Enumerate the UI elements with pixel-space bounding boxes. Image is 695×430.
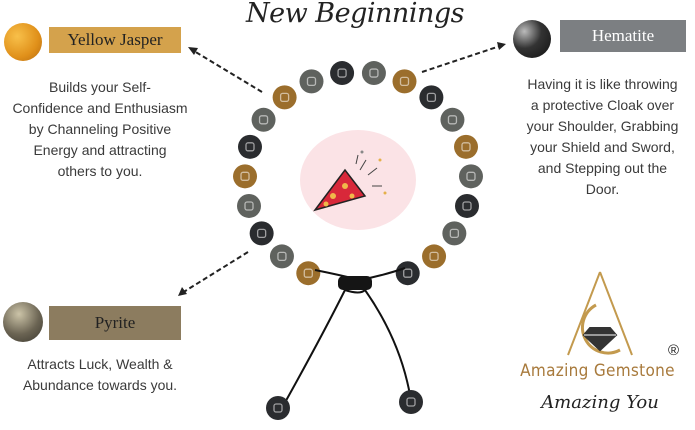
bead-highlight xyxy=(337,68,347,78)
bead-highlight xyxy=(462,201,472,211)
hematite-label: Hematite xyxy=(560,20,686,52)
bead xyxy=(458,164,483,189)
bead xyxy=(272,85,297,110)
pyrite-label: Pyrite xyxy=(49,306,181,340)
bead-highlight xyxy=(447,115,458,125)
arrowhead-icon xyxy=(188,47,198,55)
bead xyxy=(330,61,355,86)
text-line: a protective Cloak over xyxy=(530,97,675,113)
registered-mark: ® xyxy=(668,342,680,359)
text-line: Abundance towards you. xyxy=(22,377,178,393)
bead-highlight xyxy=(449,228,459,239)
text-line: Energy and attracting xyxy=(33,142,167,158)
bead-highlight xyxy=(277,251,287,262)
bead-highlight xyxy=(399,76,410,87)
bead xyxy=(249,221,274,246)
arrow-pyrite xyxy=(181,251,249,294)
pyrite-stone-icon xyxy=(3,302,43,342)
bead-highlight xyxy=(279,92,290,103)
text-line: Builds your Self- xyxy=(49,79,151,95)
bead-highlight xyxy=(369,68,379,78)
text-line: Confidence and Enthusiasm xyxy=(12,100,188,116)
bead-highlight xyxy=(466,171,476,181)
pyrite-description: Attracts Luck, Wealth & Abundance toward… xyxy=(0,354,200,396)
arrow-yellow-jasper xyxy=(193,50,263,93)
bead-highlight xyxy=(406,397,416,407)
bead xyxy=(399,390,423,414)
bead xyxy=(440,107,465,132)
text-line: your Shoulder, Grabbing xyxy=(526,118,679,134)
bead xyxy=(266,396,290,420)
bead xyxy=(422,244,447,269)
bead-highlight xyxy=(461,142,471,152)
bead xyxy=(361,61,386,86)
bracelet-beads xyxy=(233,61,483,286)
bead-highlight xyxy=(306,76,317,87)
bead-highlight xyxy=(429,251,439,262)
hematite-description: Having it is like throwing a protective … xyxy=(510,74,695,200)
brand-logo-icon xyxy=(567,271,633,356)
bead xyxy=(392,69,417,94)
text-line: Door. xyxy=(585,181,620,197)
bead-highlight xyxy=(245,142,255,152)
party-popper-icon xyxy=(313,150,387,212)
bead xyxy=(442,221,467,246)
bead xyxy=(395,261,420,286)
bead xyxy=(233,164,258,189)
bead-highlight xyxy=(244,201,254,211)
bead-highlight xyxy=(273,403,283,413)
bead-highlight xyxy=(426,92,437,103)
arrowhead-icon xyxy=(178,287,187,296)
arrow-hematite xyxy=(421,45,501,73)
brand-slogan: Amazing You xyxy=(541,392,659,413)
text-line: Attracts Luck, Wealth & xyxy=(27,356,173,372)
arrows xyxy=(181,45,501,294)
bead-highlight xyxy=(403,268,413,278)
bead xyxy=(237,134,262,159)
bead-highlight xyxy=(257,228,267,239)
text-line: your Shield and Sword, xyxy=(530,139,675,155)
text-line: Having it is like throwing xyxy=(527,76,678,92)
yellow-jasper-description: Builds your Self- Confidence and Enthusi… xyxy=(0,77,200,182)
bead xyxy=(419,85,444,110)
cord-knot xyxy=(338,276,372,290)
bead xyxy=(454,134,479,159)
hematite-stone-icon xyxy=(513,20,551,58)
bead-highlight xyxy=(258,115,269,125)
brand-name: Amazing Gemstone xyxy=(520,361,675,381)
arrowhead-icon xyxy=(497,42,506,50)
text-line: others to you. xyxy=(57,163,143,179)
bead xyxy=(251,107,276,132)
bead-highlight xyxy=(303,268,313,278)
cord xyxy=(277,267,411,416)
title: New Beginnings xyxy=(246,0,464,29)
text-line: by Channeling Positive xyxy=(28,121,172,137)
bead xyxy=(237,193,262,218)
yellow-jasper-label: Yellow Jasper xyxy=(49,27,181,53)
bead xyxy=(299,69,324,94)
yellow-jasper-stone-icon xyxy=(4,23,42,61)
bead xyxy=(454,193,479,218)
bead-highlight xyxy=(240,171,250,181)
bead xyxy=(296,261,321,286)
bead xyxy=(269,244,294,269)
text-line: and Stepping out the xyxy=(537,160,668,176)
pink-splash xyxy=(300,130,416,230)
